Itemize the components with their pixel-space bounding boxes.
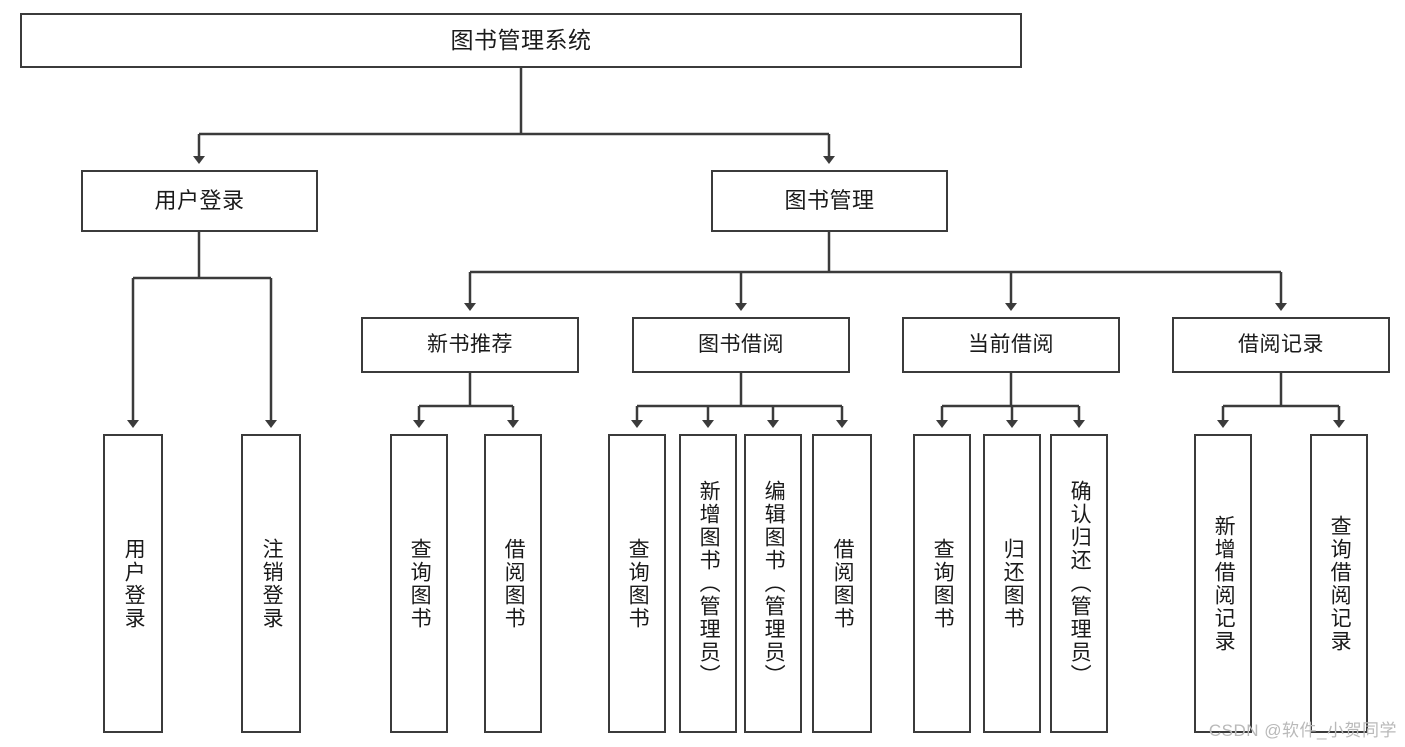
csdn-watermark: CSDN @软件_小贺同学 (1208, 721, 1397, 740)
leaf-query-book-recommend[interactable]: 查询图书 (390, 434, 448, 733)
node-new-book-recommend[interactable]: 新书推荐 (361, 317, 579, 373)
node-book-borrow-label: 图书借阅 (698, 332, 784, 356)
leaf-borrow-book-recommend-label: 借阅图书 (502, 537, 526, 630)
leaf-borrow-book-label: 借阅图书 (831, 537, 855, 630)
node-new-book-recommend-label: 新书推荐 (427, 332, 513, 356)
leaf-confirm-return-admin-label: 确认归还（管理员） (1068, 480, 1092, 687)
leaf-user-login[interactable]: 用户登录 (103, 434, 163, 733)
leaf-query-borrow-record-label: 查询借阅记录 (1328, 514, 1352, 653)
leaf-query-book-current-label: 查询图书 (931, 537, 955, 630)
leaf-return-book-label: 归还图书 (1001, 537, 1025, 630)
leaf-query-book-borrow[interactable]: 查询图书 (608, 434, 666, 733)
leaf-add-book-admin[interactable]: 新增图书（管理员） (679, 434, 737, 733)
leaf-add-book-admin-label: 新增图书（管理员） (697, 480, 721, 687)
leaf-query-book-recommend-label: 查询图书 (408, 537, 432, 630)
leaf-user-login-label: 用户登录 (122, 537, 146, 630)
node-current-borrow-label: 当前借阅 (968, 332, 1054, 356)
node-book-borrow[interactable]: 图书借阅 (632, 317, 850, 373)
leaf-query-book-borrow-label: 查询图书 (626, 537, 650, 630)
leaf-add-borrow-record[interactable]: 新增借阅记录 (1194, 434, 1252, 733)
leaf-add-borrow-record-label: 新增借阅记录 (1212, 514, 1236, 653)
node-root-label: 图书管理系统 (450, 27, 592, 54)
leaf-query-borrow-record[interactable]: 查询借阅记录 (1310, 434, 1368, 733)
node-user-login[interactable]: 用户登录 (81, 170, 318, 232)
leaf-return-book[interactable]: 归还图书 (983, 434, 1041, 733)
node-current-borrow[interactable]: 当前借阅 (902, 317, 1120, 373)
node-book-management[interactable]: 图书管理 (711, 170, 948, 232)
leaf-query-book-current[interactable]: 查询图书 (913, 434, 971, 733)
leaf-logout[interactable]: 注销登录 (241, 434, 301, 733)
leaf-confirm-return-admin[interactable]: 确认归还（管理员） (1050, 434, 1108, 733)
leaf-logout-label: 注销登录 (260, 537, 284, 630)
leaf-edit-book-admin[interactable]: 编辑图书（管理员） (744, 434, 802, 733)
leaf-borrow-book[interactable]: 借阅图书 (812, 434, 872, 733)
node-borrow-record[interactable]: 借阅记录 (1172, 317, 1390, 373)
leaf-borrow-book-recommend[interactable]: 借阅图书 (484, 434, 542, 733)
node-borrow-record-label: 借阅记录 (1238, 332, 1324, 356)
leaf-edit-book-admin-label: 编辑图书（管理员） (762, 480, 786, 687)
node-root[interactable]: 图书管理系统 (20, 13, 1022, 68)
node-user-login-label: 用户登录 (154, 188, 245, 214)
node-book-management-label: 图书管理 (784, 188, 875, 214)
